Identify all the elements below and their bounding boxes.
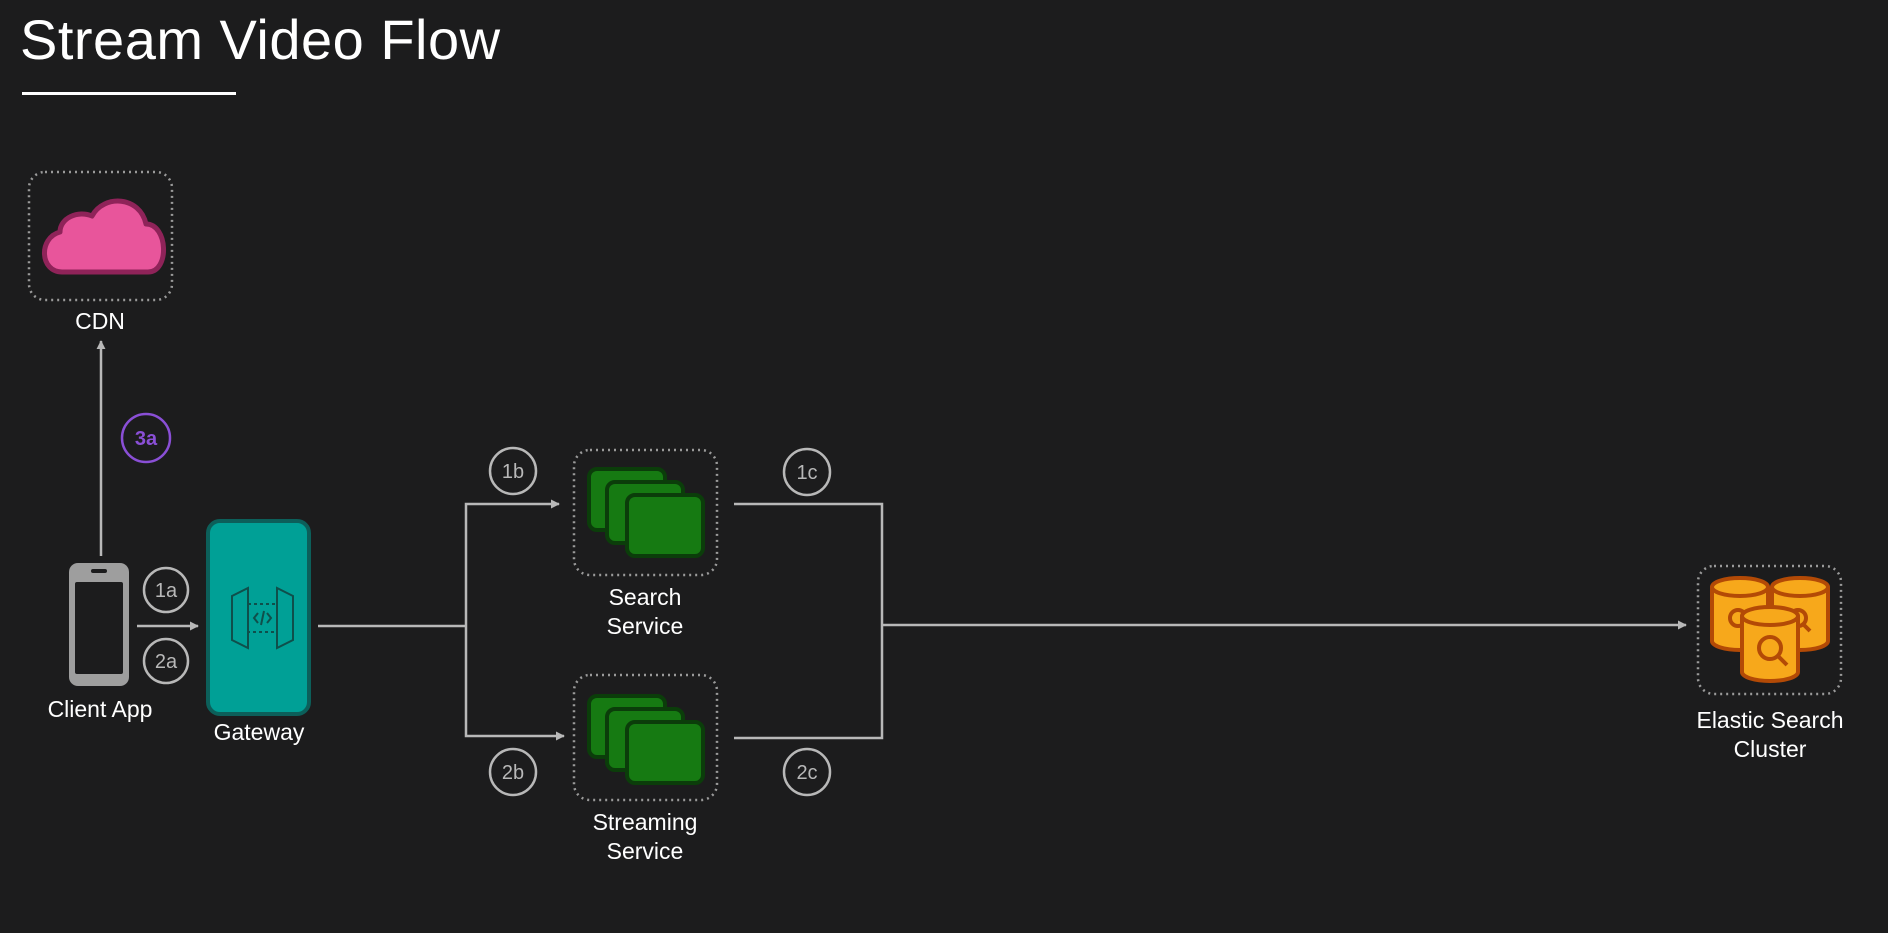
streaming-service-frame	[572, 673, 719, 802]
elastic-search-frame	[1696, 564, 1843, 696]
streaming-service-label-line1: Streaming	[592, 809, 698, 835]
connectors	[96, 340, 1687, 741]
streaming-service-label: Streaming Service	[525, 808, 765, 866]
step-badges: 3a 1a 2a 1b 2b 1c 2c	[120, 412, 832, 797]
step-label-1c: 1c	[796, 462, 817, 484]
search-service-label-line2: Service	[606, 613, 684, 639]
step-label-2c: 2c	[796, 762, 817, 784]
step-badge-1c: 1c	[782, 447, 832, 497]
cdn-label: CDN	[75, 308, 125, 334]
step-badge-2c: 2c	[782, 747, 832, 797]
api-gateway-icon	[231, 586, 294, 650]
gateway-frame	[206, 519, 311, 716]
step-label-2a: 2a	[155, 651, 178, 673]
step-badge-2b: 2b	[488, 747, 538, 797]
gateway-label: Gateway	[213, 719, 305, 745]
step-label-2b: 2b	[502, 762, 524, 784]
elastic-search-label-line1: Elastic Search	[1696, 707, 1844, 733]
gateway-node[interactable]	[206, 519, 311, 716]
mobile-phone-icon	[69, 563, 129, 686]
service-stack-icon	[587, 694, 705, 785]
cdn-frame	[27, 170, 174, 302]
step-badge-2a: 2a	[142, 637, 190, 685]
page-title: Stream Video Flow	[20, 8, 501, 71]
elastic-search-label-line2: Cluster	[1733, 736, 1807, 762]
line-search-to-merge	[734, 502, 884, 740]
elastic-search-node[interactable]	[1696, 564, 1843, 696]
step-label-1a: 1a	[155, 580, 178, 602]
search-service-label: Search Service	[525, 583, 765, 641]
streaming-service-label-line2: Service	[606, 838, 684, 864]
step-label-1b: 1b	[502, 461, 524, 483]
database-cluster-icon	[1710, 576, 1830, 683]
client-app-label: Client App	[47, 696, 153, 722]
title-underline	[22, 92, 236, 95]
search-service-label-line1: Search	[608, 584, 682, 610]
search-service-node[interactable]	[572, 448, 719, 577]
streaming-service-node[interactable]	[572, 673, 719, 802]
client-app-node[interactable]	[69, 563, 129, 686]
search-service-frame	[572, 448, 719, 577]
cloud-icon	[42, 198, 166, 275]
elastic-search-label: Elastic Search Cluster	[1650, 706, 1888, 764]
step-badge-3a: 3a	[120, 412, 172, 464]
cdn-node[interactable]	[27, 170, 174, 302]
arrow-split-to-search	[464, 499, 560, 626]
step-badge-1b: 1b	[488, 446, 538, 496]
service-stack-icon	[587, 467, 705, 558]
step-label-3a: 3a	[135, 428, 158, 450]
step-badge-1a: 1a	[142, 566, 190, 614]
arrow-split-to-streaming	[464, 626, 565, 741]
